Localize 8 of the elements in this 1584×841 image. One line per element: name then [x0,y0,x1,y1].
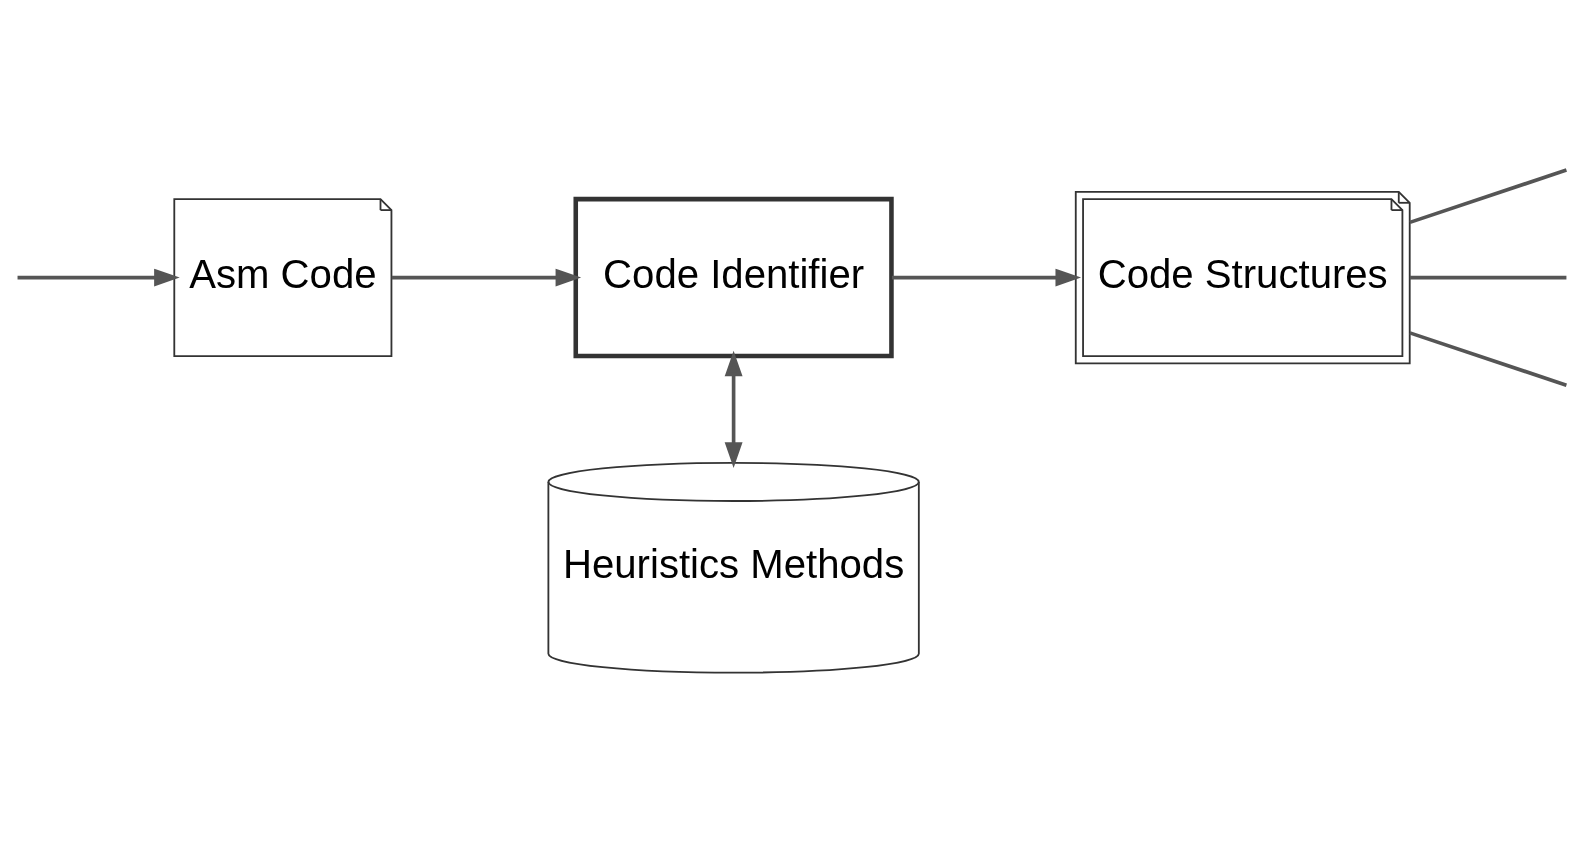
connector [1409,167,1567,224]
arrow [17,268,180,287]
connector [1409,330,1567,387]
arrow [891,268,1082,287]
connector [1409,275,1567,279]
arrow [391,268,582,287]
arrow [724,350,743,468]
node-box: Code Identifier [573,196,894,358]
